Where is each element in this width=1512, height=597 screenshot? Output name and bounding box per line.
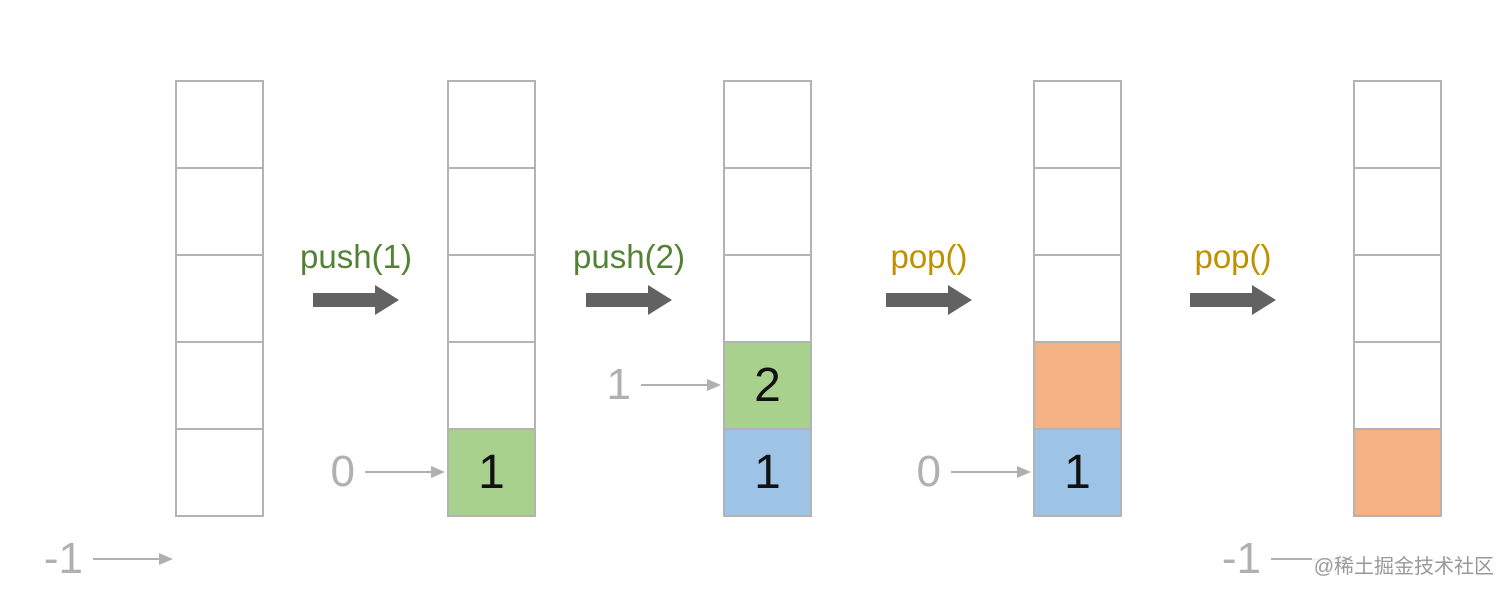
pointer-label: -1 [43,534,83,583]
stack-cell [1033,167,1122,256]
stack-cell [175,341,264,430]
operation-label: pop() [1194,238,1272,275]
stack-cell [1353,428,1442,517]
stack-cell: 2 [723,341,812,430]
pointer-label: 1 [606,360,631,409]
operation-arrow-icon [586,285,672,315]
stack-cell [447,167,536,256]
stack-cell: 1 [447,428,536,517]
stack-cell [723,254,812,343]
stack-cell [1033,341,1122,430]
operation-label: push(2) [573,238,685,275]
stack-cell [1033,254,1122,343]
stack-5 [1353,80,1442,519]
stack-cell [1353,341,1442,430]
operation-arrow-icon [313,285,399,315]
stack-cell [175,80,264,169]
pointer-label: 0 [916,447,941,496]
operation-arrow-icon [1190,285,1276,315]
stack-4: 1 [1033,80,1122,519]
stack-cell [175,428,264,517]
stack-cell [447,80,536,169]
stack-cell: 1 [723,428,812,517]
pointer-label: 0 [330,447,355,496]
watermark: @稀土掘金技术社区 [1311,550,1496,579]
stack-cell [723,80,812,169]
pointer-arrow-icon [93,553,173,565]
operation-label: push(1) [300,238,412,275]
operation-label: pop() [890,238,968,275]
stack-cell [175,254,264,343]
pointer-arrow-icon [951,466,1031,478]
operation-arrow-icon [886,285,972,315]
stack-cell [1353,167,1442,256]
stack-cell [723,167,812,256]
stack-cell [175,167,264,256]
stack-cell [1353,254,1442,343]
stack-cell: 1 [1033,428,1122,517]
stack-cell [447,341,536,430]
pointer-label: -1 [1221,534,1261,583]
stack-cell [447,254,536,343]
pointer-arrow-icon [641,379,721,391]
stack-cell [1033,80,1122,169]
stack-cell [1353,80,1442,169]
pointer-arrow-icon [365,466,445,478]
stack-1 [175,80,264,519]
stack-2: 1 [447,80,536,519]
